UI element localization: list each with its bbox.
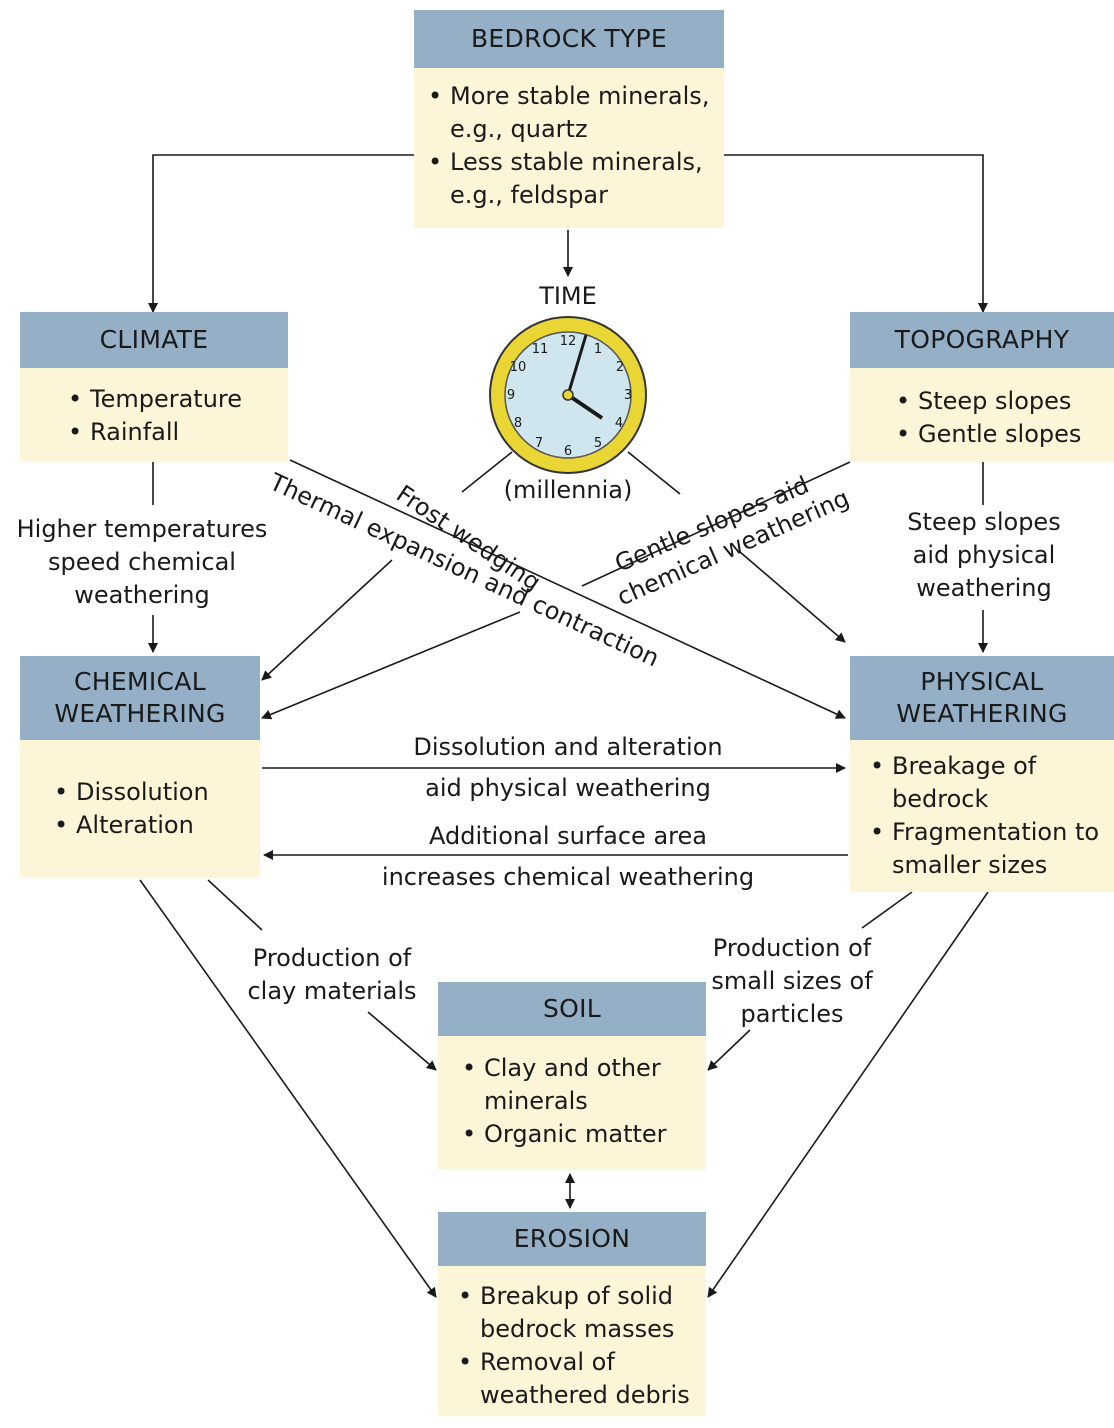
label-steep-slopes: Steep slopes aid physical weathering bbox=[907, 508, 1061, 602]
arrow-topography-to-chemical bbox=[581, 461, 851, 587]
topography-title: TOPOGRAPHY bbox=[850, 312, 1114, 368]
arrow-bedrock-to-topography bbox=[724, 154, 988, 313]
line-physical-to-small bbox=[861, 891, 913, 929]
soil-items: Clay and other minerals Organic matter bbox=[462, 1052, 706, 1151]
svg-text:2: 2 bbox=[616, 360, 624, 375]
arrow-thermal-to-chemical bbox=[261, 611, 521, 720]
erosion-title: EROSION bbox=[438, 1212, 706, 1266]
arrow-clay-to-soil bbox=[367, 1011, 437, 1071]
erosion-item: Breakup of solid bedrock masses bbox=[458, 1280, 706, 1346]
climate-box: CLIMATE Temperature Rainfall bbox=[20, 312, 288, 462]
arrow-frost-to-chemical bbox=[261, 559, 393, 681]
physical-weathering-box: PHYSICAL WEATHERING Breakage of bedrock … bbox=[850, 656, 1114, 892]
chemical-items: Dissolution Alteration bbox=[54, 776, 260, 842]
svg-text:1: 1 bbox=[594, 342, 602, 357]
soil-item: Organic matter bbox=[462, 1118, 706, 1151]
line-time-to-physical bbox=[627, 451, 681, 495]
svg-text:7: 7 bbox=[535, 436, 543, 451]
svg-text:3: 3 bbox=[624, 388, 632, 403]
arrow-chemical-to-erosion bbox=[139, 879, 437, 1298]
climate-item: Temperature bbox=[68, 383, 288, 416]
bedrock-type-body: More stable minerals, e.g., quartz Less … bbox=[414, 68, 724, 228]
svg-text:11: 11 bbox=[532, 342, 549, 357]
soil-body: Clay and other minerals Organic matter bbox=[438, 1036, 706, 1170]
time-title: TIME bbox=[539, 282, 597, 310]
bedrock-item: Less stable minerals, e.g., feldspar bbox=[428, 146, 724, 212]
svg-text:6: 6 bbox=[564, 444, 572, 459]
bedrock-item: More stable minerals, e.g., quartz bbox=[428, 80, 724, 146]
physical-weathering-title: PHYSICAL WEATHERING bbox=[850, 656, 1114, 740]
bedrock-type-title: BEDROCK TYPE bbox=[414, 10, 724, 68]
svg-text:4: 4 bbox=[615, 416, 623, 431]
line-chemical-to-clay bbox=[207, 879, 263, 931]
bedrock-items: More stable minerals, e.g., quartz Less … bbox=[428, 80, 724, 212]
arrow-bedrock-to-climate bbox=[148, 154, 414, 313]
bedrock-type-box: BEDROCK TYPE More stable minerals, e.g.,… bbox=[414, 10, 724, 228]
svg-text:8: 8 bbox=[514, 416, 522, 431]
topography-body: Steep slopes Gentle slopes bbox=[850, 368, 1114, 462]
chemical-item: Alteration bbox=[54, 809, 260, 842]
label-production-clay: Production of clay materials bbox=[247, 944, 417, 1005]
topography-item: Steep slopes bbox=[896, 385, 1114, 418]
label-production-small: Production of small sizes of particles bbox=[711, 934, 873, 1028]
erosion-box: EROSION Breakup of solid bedrock masses … bbox=[438, 1212, 706, 1416]
climate-title: CLIMATE bbox=[20, 312, 288, 368]
chemical-item: Dissolution bbox=[54, 776, 260, 809]
svg-text:10: 10 bbox=[510, 360, 527, 375]
label-higher-temperatures: Higher temperatures speed chemical weath… bbox=[16, 515, 268, 609]
soil-item: Clay and other minerals bbox=[462, 1052, 706, 1118]
clock-icon: 12 1 2 3 4 5 6 7 8 9 10 11 bbox=[489, 316, 647, 474]
physical-items: Breakage of bedrock Fragmentation to sma… bbox=[870, 750, 1114, 882]
soil-title: SOIL bbox=[438, 982, 706, 1036]
label-increases-chemical: increases chemical weathering bbox=[381, 863, 755, 891]
climate-item: Rainfall bbox=[68, 416, 288, 449]
soil-box: SOIL Clay and other minerals Organic mat… bbox=[438, 982, 706, 1170]
arrow-climate-to-physical bbox=[289, 459, 846, 719]
topography-box: TOPOGRAPHY Steep slopes Gentle slopes bbox=[850, 312, 1114, 462]
erosion-item: Removal of weathered debris bbox=[458, 1346, 706, 1412]
label-dissolution-alteration: Dissolution and alteration bbox=[413, 733, 723, 761]
climate-items: Temperature Rainfall bbox=[68, 383, 288, 449]
physical-item: Fragmentation to smaller sizes bbox=[870, 816, 1114, 882]
svg-text:9: 9 bbox=[507, 388, 515, 403]
svg-text:5: 5 bbox=[594, 436, 602, 451]
arrow-time-to-physical bbox=[739, 551, 846, 643]
label-aid-physical: aid physical weathering bbox=[425, 774, 711, 802]
chemical-weathering-box: CHEMICAL WEATHERING Dissolution Alterati… bbox=[20, 656, 260, 878]
physical-item: Breakage of bedrock bbox=[870, 750, 1114, 816]
chemical-weathering-body: Dissolution Alteration bbox=[20, 740, 260, 878]
topography-items: Steep slopes Gentle slopes bbox=[896, 385, 1114, 451]
svg-text:12: 12 bbox=[560, 334, 577, 349]
label-additional-surface: Additional surface area bbox=[429, 822, 707, 850]
erosion-items: Breakup of solid bedrock masses Removal … bbox=[458, 1280, 706, 1412]
line-time-to-frost bbox=[461, 451, 513, 493]
arrow-small-to-soil bbox=[707, 1029, 751, 1071]
topography-item: Gentle slopes bbox=[896, 418, 1114, 451]
time-subtitle: (millennia) bbox=[503, 476, 633, 504]
climate-body: Temperature Rainfall bbox=[20, 368, 288, 462]
physical-weathering-body: Breakage of bedrock Fragmentation to sma… bbox=[850, 740, 1114, 892]
erosion-body: Breakup of solid bedrock masses Removal … bbox=[438, 1266, 706, 1416]
arrow-physical-to-erosion bbox=[707, 891, 989, 1298]
chemical-weathering-title: CHEMICAL WEATHERING bbox=[20, 656, 260, 740]
